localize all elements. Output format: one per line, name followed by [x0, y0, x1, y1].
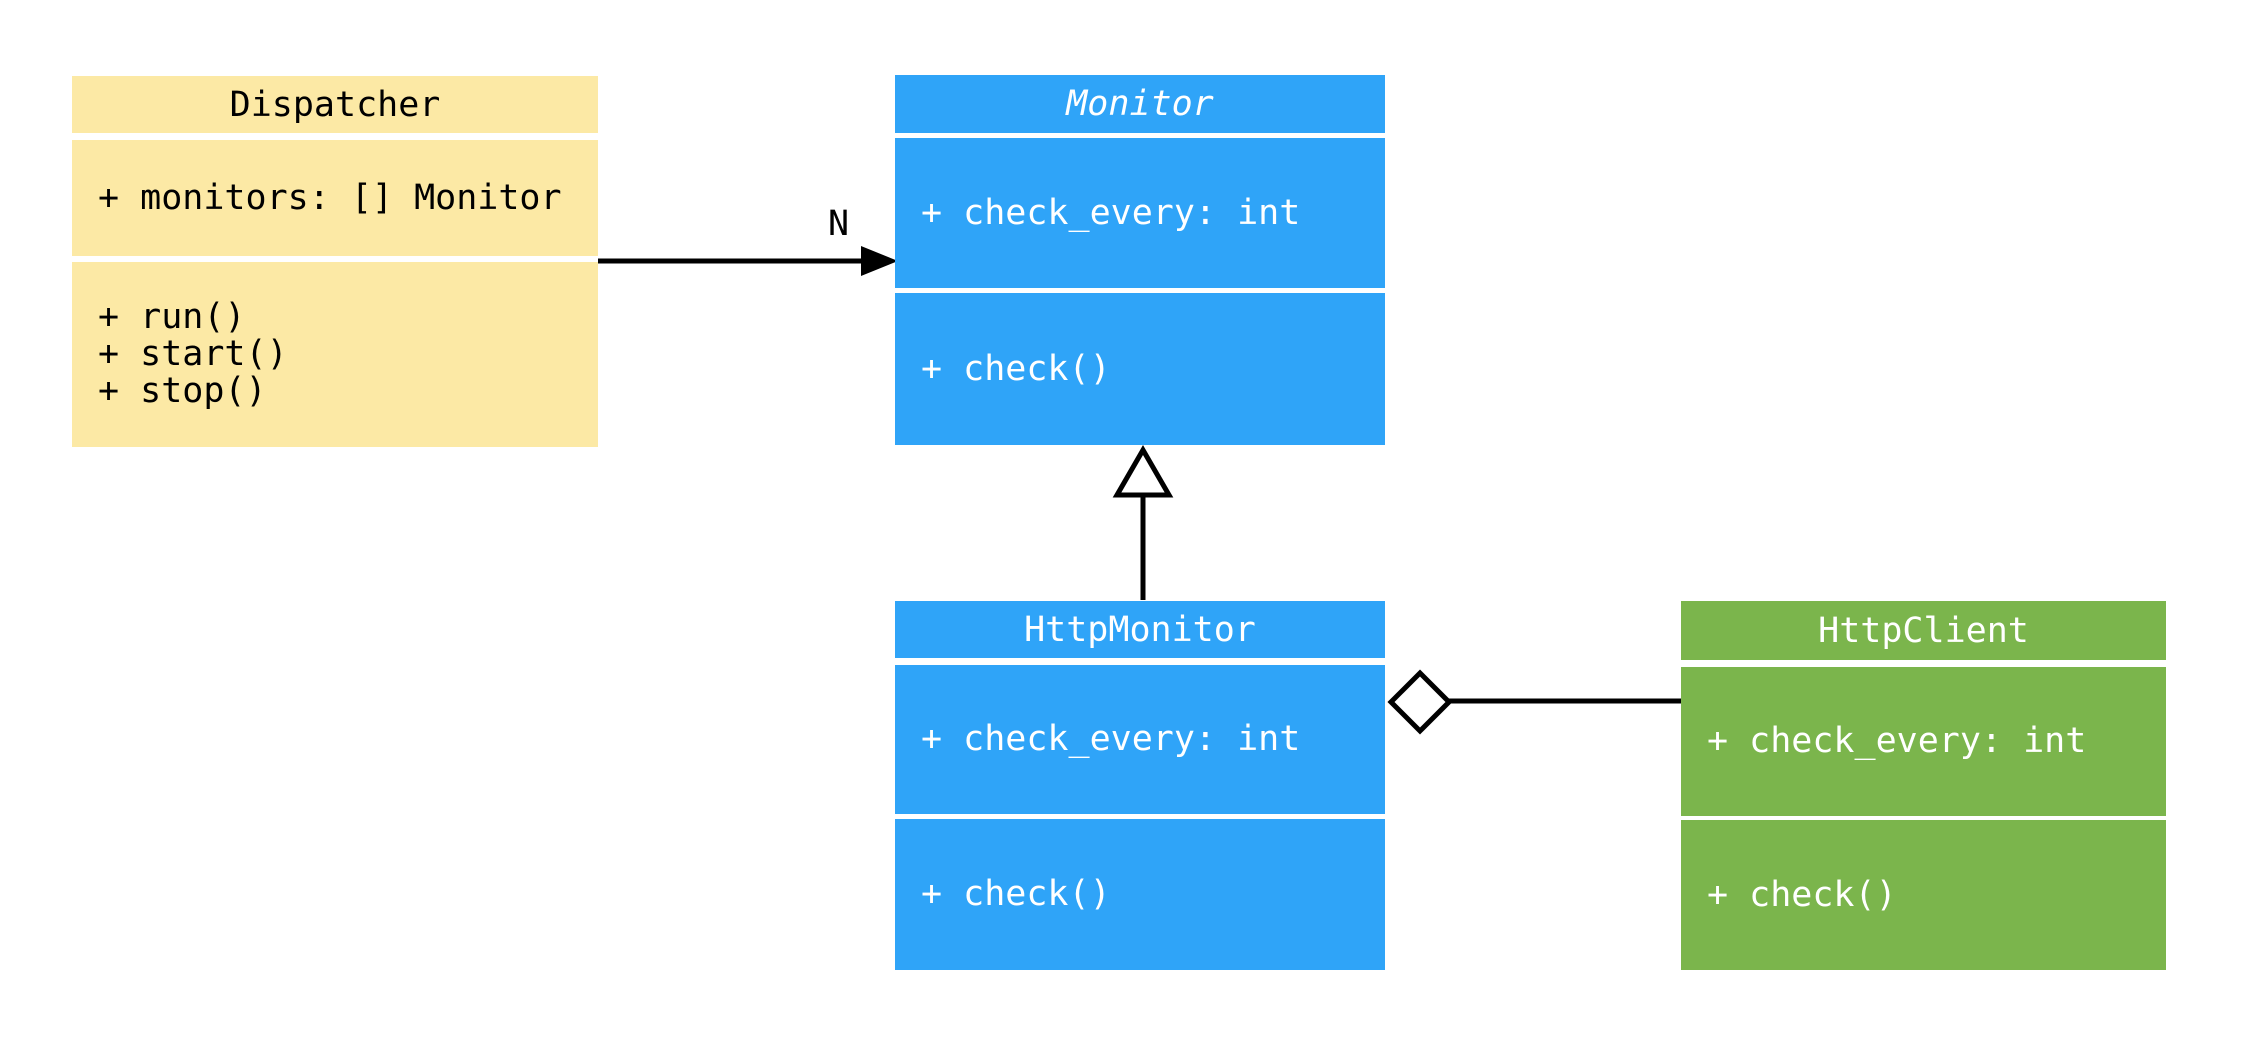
hollow-triangle-icon: [1112, 445, 1174, 498]
class-methods: + check(): [895, 819, 1385, 970]
class-box-httpmonitor: HttpMonitor + check_every: int + check(): [895, 601, 1385, 970]
class-methods: + check(): [1681, 820, 2166, 970]
class-methods: + check(): [895, 293, 1385, 445]
class-box-monitor: Monitor + check_every: int + check(): [895, 75, 1385, 445]
association-arrow-dispatcher-monitor: [598, 246, 898, 276]
method-row: + check(): [1707, 874, 1897, 915]
method-row: + check(): [921, 348, 1111, 389]
class-attributes: + check_every: int: [895, 665, 1385, 814]
attribute-row: + check_every: int: [921, 719, 1301, 759]
method-row: + stop(): [98, 371, 267, 411]
attribute-row: + check_every: int: [921, 192, 1301, 233]
class-title: HttpClient: [1681, 601, 2166, 660]
hollow-diamond-icon: [1387, 669, 1453, 735]
method-row: + start(): [98, 334, 288, 374]
class-box-dispatcher: Dispatcher + monitors: [] Monitor + run(…: [72, 76, 598, 447]
class-attributes: + monitors: [] Monitor: [72, 140, 598, 256]
class-box-httpclient: HttpClient + check_every: int + check(): [1681, 601, 2166, 970]
attribute-row: + check_every: int: [1707, 721, 2087, 761]
class-methods: + run() + start() + stop(): [72, 262, 598, 447]
class-attributes: + check_every: int: [1681, 667, 2166, 816]
method-row: + run(): [98, 297, 246, 337]
method-row: + check(): [921, 874, 1111, 914]
inheritance-arrow-httpmonitor-monitor: [1112, 445, 1174, 600]
class-title-abstract: Monitor: [895, 75, 1385, 133]
class-attributes: + check_every: int: [895, 138, 1385, 288]
multiplicity-label: N: [828, 204, 850, 244]
attribute-row: + monitors: [] Monitor: [98, 177, 562, 218]
aggregation-link-httpmonitor-httpclient: [1387, 669, 1681, 735]
class-title: HttpMonitor: [895, 601, 1385, 658]
filled-arrowhead-icon: [861, 246, 898, 276]
class-title: Dispatcher: [72, 76, 598, 133]
